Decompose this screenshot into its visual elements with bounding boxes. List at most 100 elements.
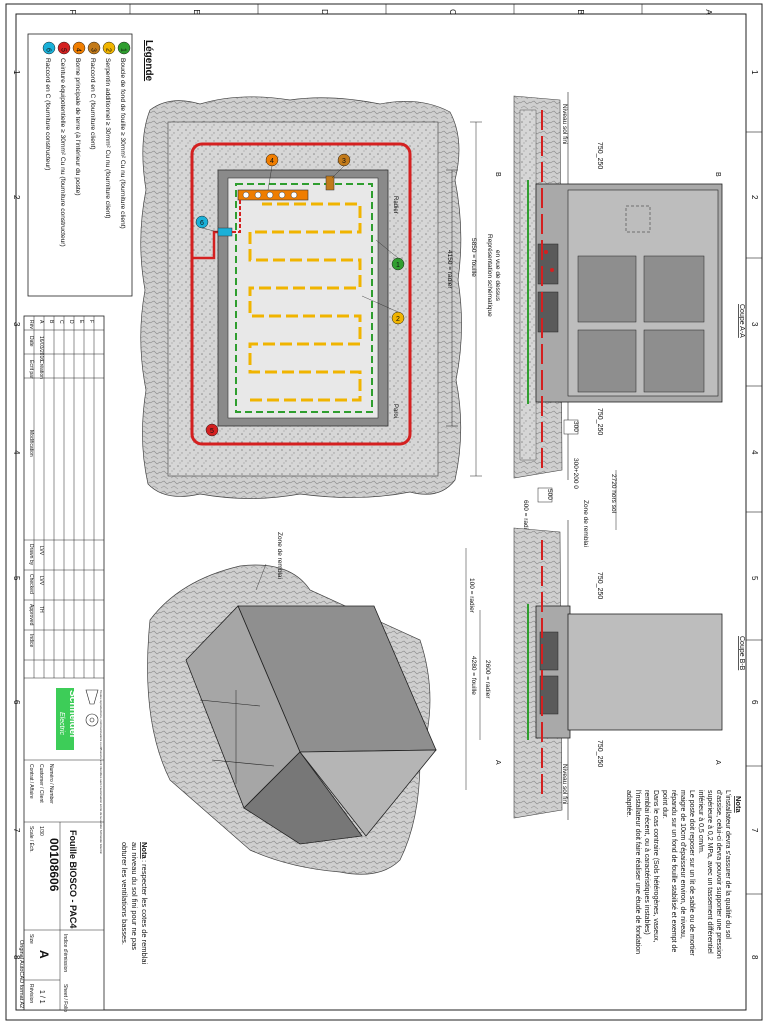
grid-numbers-right: 1 2 3 4 5 6 7 8 xyxy=(750,70,759,960)
iso-zone: Zone de remblai xyxy=(276,532,283,579)
grid-letters-top: A B C D E F xyxy=(68,9,713,15)
svg-text:6: 6 xyxy=(750,700,759,705)
tb-n1: LVV xyxy=(38,546,44,556)
caption-2: en vue de dessus xyxy=(494,250,501,302)
tb-h-date: Date xyxy=(28,336,34,347)
svg-text:1: 1 xyxy=(750,70,759,75)
svg-text:B: B xyxy=(576,9,585,14)
tb-n3: TH xyxy=(38,606,44,613)
tb-sheet: 1 / 1 xyxy=(38,990,45,1004)
svg-text:D: D xyxy=(320,9,329,15)
legend-text-6: Raccord en C (fourniture constructeur) xyxy=(44,58,51,171)
legend-bubble-1 xyxy=(117,41,131,55)
tb-row-b: B xyxy=(48,320,54,324)
nota-line: maigre de 10cm d'épaisseur environ, de n… xyxy=(679,790,686,939)
legend-bubble-4 xyxy=(72,41,86,55)
nota-block: Nota L'installateur devra s'assurer de l… xyxy=(625,790,743,959)
aa-title: Coupe A-A xyxy=(738,304,745,338)
tb-h-ecrit: Écrit par xyxy=(28,360,35,379)
tb-number-label: Numéro / Number xyxy=(48,764,54,804)
tb-row-a-init: Création xyxy=(38,360,44,379)
tb-row-e: E xyxy=(78,320,84,324)
tb-sheet-label: Sheet / Folio xyxy=(62,984,68,1012)
svg-text:5: 5 xyxy=(750,576,759,581)
tb-contract: Contrat / Affaire xyxy=(28,764,34,799)
svg-text:2: 2 xyxy=(750,195,759,200)
svg-text:2: 2 xyxy=(12,195,21,200)
nota-line: répandu sur un fond de fouille stabilisé… xyxy=(670,790,677,952)
bb-niveau: Niveau sol fini xyxy=(561,764,568,804)
iso-note-line3: obturer les ventilations basses. xyxy=(120,842,129,945)
svg-text:A: A xyxy=(704,9,713,15)
svg-text:: respecter les cotes de rembl: : respecter les cotes de remblai xyxy=(140,860,149,965)
tb-revision-label: Révision xyxy=(28,984,34,1003)
legend-bubble-3 xyxy=(87,41,101,55)
svg-text:5: 5 xyxy=(12,576,21,581)
svg-text:F: F xyxy=(68,10,77,15)
tb-title: Fouille BIOSCO - PAC4 xyxy=(68,830,78,928)
legend-num-6: 6 xyxy=(45,48,52,52)
nota-line: l'installateur doit faire réaliser une é… xyxy=(634,790,641,954)
aa-dim-500: 500 xyxy=(546,489,553,500)
nota-line: adaptée. xyxy=(625,790,632,817)
legend-bubble-2 xyxy=(102,41,116,55)
bb-title: Coupe B-B xyxy=(738,636,745,671)
tb-scale-label: Scale / Éch. xyxy=(28,826,35,853)
aa-marker-b2: B xyxy=(714,172,721,177)
bb-dim-2600: 2600 = radier xyxy=(484,660,491,699)
nota-line: remblai récent, ou à caractéristiques in… xyxy=(643,790,650,935)
bb-dim-bottom: 750_250 xyxy=(596,740,603,767)
svg-text:8: 8 xyxy=(750,955,759,960)
dim-fouille: 5850 = fouille xyxy=(470,238,477,277)
tb-h-approved: Approved xyxy=(28,604,34,626)
tb-h-drawn: Drawn by xyxy=(28,544,34,566)
aa-dim-300: 300 xyxy=(572,421,579,432)
projection-symbol xyxy=(85,689,99,727)
iso-note-label: Nota xyxy=(140,842,149,859)
bubble-4: 4 xyxy=(270,158,274,165)
label-paroi: Paroi xyxy=(392,404,398,418)
bb-marker-a1: A xyxy=(494,760,501,765)
tb-legal: Toutes reproductions, communications ou … xyxy=(99,690,103,854)
svg-text:1: 1 xyxy=(12,70,21,75)
legend-bubble-5 xyxy=(57,41,71,55)
tb-format: Original AutoCAD format A2 xyxy=(18,940,24,1008)
svg-text:7: 7 xyxy=(750,828,759,833)
plan-view: 1 2 3 4 5 6 Radier Paroi 4150 xyxy=(140,96,501,499)
tb-n2: LVV xyxy=(38,576,44,586)
logo-brand2: Electric xyxy=(58,712,65,735)
tb-row-d: D xyxy=(68,320,74,324)
label-radier: Radier xyxy=(392,196,398,214)
aa-dim-600: 600 = radier xyxy=(522,500,529,536)
tb-h-rev: Rév xyxy=(28,320,34,329)
bb-dim-4280: 4280 = fouille xyxy=(470,656,477,695)
tb-scale: 1/30 xyxy=(38,826,44,836)
legend-bubble-6 xyxy=(42,41,56,55)
section-bb: Niveau sol fini Coupe B-B Zone de rembla… xyxy=(465,500,745,820)
dim-radier: 4150 = radier xyxy=(446,250,453,289)
tb-h-indice: Indice xyxy=(28,634,34,648)
aa-marker-b1: B xyxy=(494,172,501,177)
svg-text:8: 8 xyxy=(12,955,21,960)
nota-line: d'assise, celui-ci devra pouvoir support… xyxy=(715,790,722,959)
logo-brand1: Schneider xyxy=(67,690,78,738)
svg-text:3: 3 xyxy=(12,322,21,327)
svg-text:4: 4 xyxy=(12,450,21,455)
grid-numbers-left: 1 2 3 4 5 6 7 8 xyxy=(12,70,21,960)
earth-loop xyxy=(235,183,373,413)
iso-note-line1: : respecter les cotes de remblai xyxy=(140,860,149,965)
section-aa: Niveau sol fini Coupe A-A 750_250 750_25… xyxy=(494,92,745,536)
tb-row-f: F xyxy=(88,320,94,323)
legend-text-2: Serpentin additionnel ≥ 30mm² Cu nu (fou… xyxy=(104,58,111,219)
legend-num-2: 2 xyxy=(105,48,112,52)
aa-dim-bottom: 750_250 xyxy=(596,408,603,435)
equipotential-ring xyxy=(190,142,412,446)
tb-rev: A xyxy=(37,950,51,959)
legend-text-5: Ceinture équipotentielle ≥ 30mm² Cu nu (… xyxy=(59,58,66,247)
iso-note-line2: au niveau du sol fini pour ne pas xyxy=(130,842,139,950)
legend-num-4: 4 xyxy=(75,48,82,52)
tb-rfa: Indice d'émission xyxy=(62,934,68,972)
tb-h-checked: Checked xyxy=(28,574,34,594)
